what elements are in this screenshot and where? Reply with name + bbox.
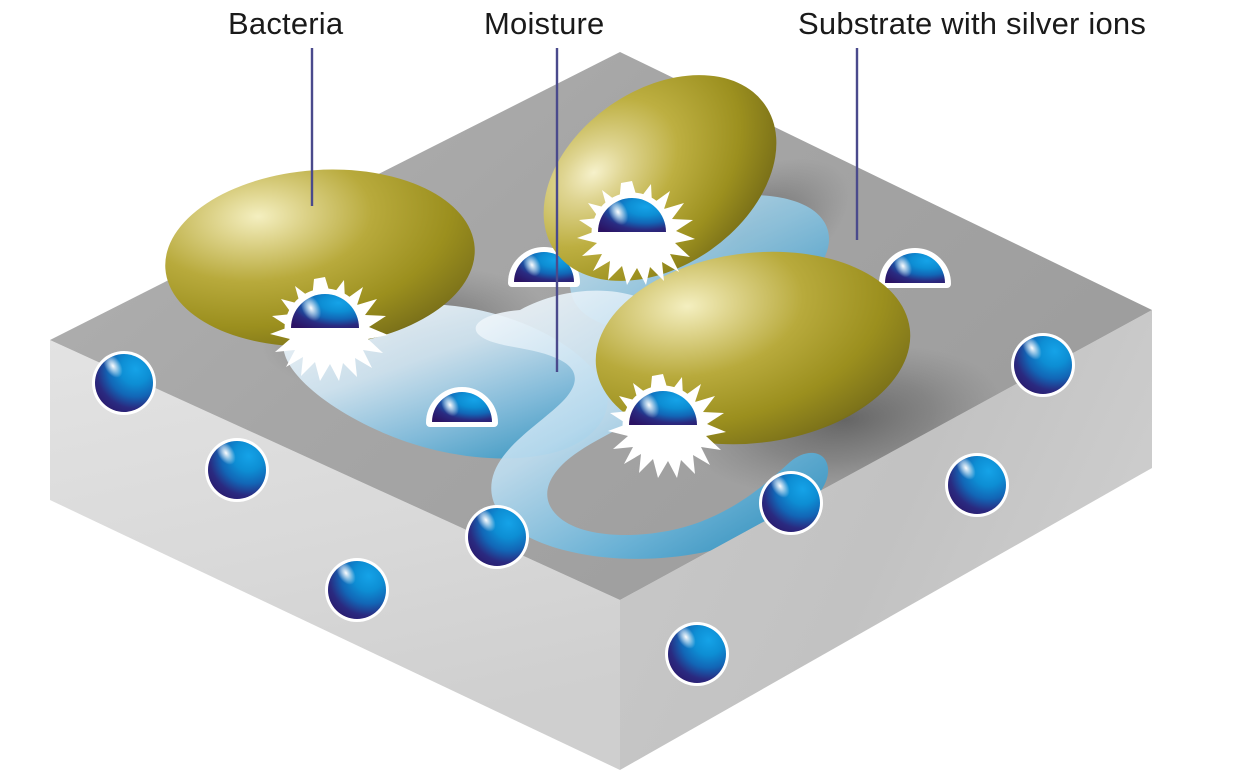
ion-hemisphere — [426, 387, 498, 427]
label-substrate: Substrate with silver ions — [798, 6, 1147, 41]
ion-sphere — [945, 453, 1009, 517]
substrate-front-right-face — [620, 310, 1152, 770]
label-moisture: Moisture — [484, 6, 605, 41]
ion-sphere-group — [92, 333, 1075, 686]
ion-hemisphere — [879, 248, 951, 288]
substrate-front-left-face — [50, 340, 620, 770]
leader-lines — [310, 48, 859, 372]
ion-hemisphere-group — [426, 247, 951, 427]
label-bacteria: Bacteria — [228, 6, 344, 41]
bacterium-left — [165, 169, 475, 347]
moisture-blob-center — [475, 290, 829, 559]
ion-sphere — [325, 558, 389, 622]
ion-sphere — [465, 505, 529, 569]
active-ion-group — [270, 181, 726, 478]
ion-sphere — [1011, 333, 1075, 397]
active-ion-burst — [270, 277, 388, 381]
active-ion-burst — [608, 374, 726, 478]
ion-sphere — [665, 622, 729, 686]
active-ion-burst — [577, 181, 695, 285]
ion-sphere — [205, 438, 269, 502]
ion-sphere — [759, 471, 823, 535]
ion-hemisphere — [508, 247, 580, 287]
ion-sphere — [92, 351, 156, 415]
